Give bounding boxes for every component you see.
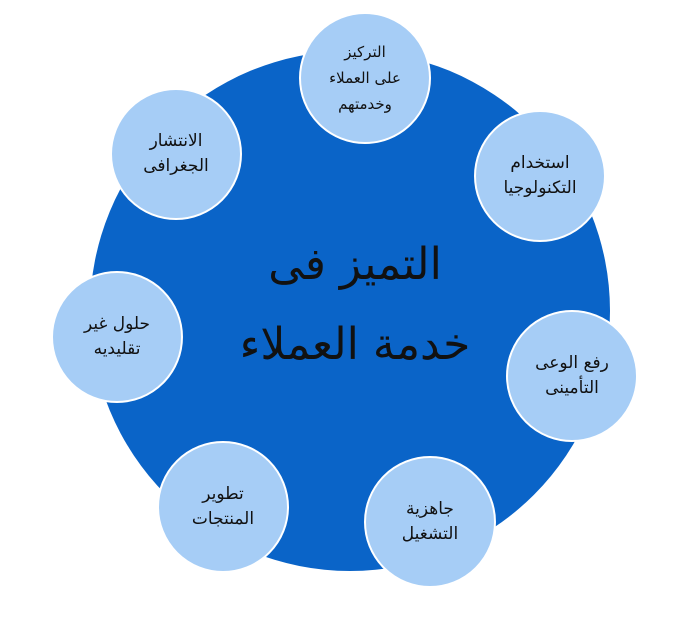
outer-circle-geographic-spread: الانتشار الجغرافى	[110, 88, 242, 220]
outer-circle-insurance-awareness: رفع الوعى التأمينى	[506, 310, 638, 442]
center-title-line-2: خدمة العملاء	[239, 319, 471, 370]
outer-circle-product-development: تطوير المنتجات	[157, 441, 289, 573]
center-title: التميز فى خدمة العملاء	[170, 220, 540, 390]
center-title-line-1: التميز فى	[268, 239, 442, 290]
outer-circle-technology: استخدام التكنولوجيا	[474, 110, 606, 242]
outer-circle-unconventional-solutions: حلول غير تقليديه	[51, 271, 183, 403]
outer-circle-label: رفع الوعى التأمينى	[535, 353, 609, 398]
outer-circle-label: الانتشار الجغرافى	[143, 131, 209, 176]
outer-circle-customer-focus: التركيز على العملاء وخدمتهم	[299, 12, 431, 144]
outer-circle-label: جاهزية التشغيل	[401, 499, 459, 544]
outer-circle-label: استخدام التكنولوجيا	[503, 153, 577, 198]
outer-circle-label: التركيز على العملاء وخدمتهم	[329, 43, 401, 113]
outer-circle-operational-readiness: جاهزية التشغيل	[364, 456, 496, 588]
outer-circle-label: حلول غير تقليديه	[83, 314, 151, 359]
outer-circle-label: تطوير المنتجات	[191, 484, 255, 529]
